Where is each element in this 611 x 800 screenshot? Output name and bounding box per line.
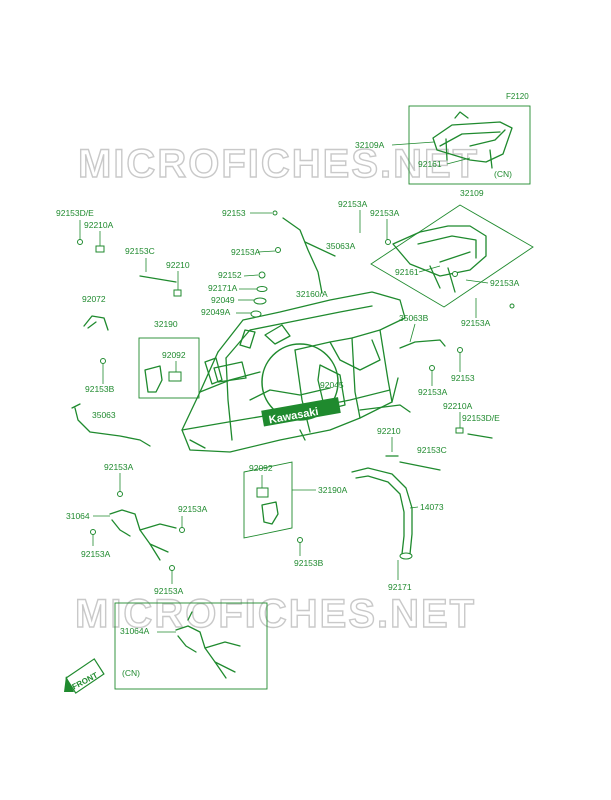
label-32190: 32190 — [154, 319, 178, 329]
label-92153a-f: 92153A — [418, 387, 448, 397]
label-92152: 92152 — [218, 270, 242, 280]
figure-code: F2120 — [506, 92, 529, 101]
label-cn-bottom: (CN) — [122, 668, 140, 678]
label-92153a-d: 92153A — [461, 318, 491, 328]
label-92153b-left: 92153B — [85, 384, 115, 394]
label-92153a-j: 92153A — [154, 586, 184, 596]
label-31064a: 31064A — [120, 626, 150, 636]
box-32190 — [138, 337, 200, 399]
main-frame-drawing — [181, 291, 411, 453]
label-92210a-left: 92210A — [84, 220, 114, 230]
label-92153c-right: 92153C — [417, 445, 447, 455]
watermark-top: MICROFICHES.NET — [78, 142, 479, 186]
label-32109a: 32109A — [355, 140, 385, 150]
box-32190a — [243, 461, 293, 539]
bracket-31064-drawing — [109, 509, 177, 561]
label-92153a-c: 92153A — [490, 278, 520, 288]
label-32160a: 32160/A — [296, 289, 328, 299]
label-92153a-g: 92153A — [104, 462, 134, 472]
label-cn-top: (CN) — [494, 169, 512, 179]
carrier-32109-frame — [370, 204, 534, 308]
label-92153: 92153 — [222, 208, 246, 218]
inset-box-32109a — [408, 105, 531, 185]
label-92153-right: 92153 — [451, 373, 475, 383]
pipe-14073-drawing — [351, 467, 413, 560]
label-35063a: 35063A — [326, 241, 356, 251]
label-31064: 31064 — [66, 511, 90, 521]
label-92045: 92045 — [320, 380, 344, 390]
label-92153a-a: 92153A — [338, 199, 368, 209]
label-92210-right: 92210 — [377, 426, 401, 436]
front-label: FRONT — [71, 671, 100, 692]
label-92161: 92161 — [395, 267, 419, 277]
label-92210-left: 92210 — [166, 260, 190, 270]
label-14073: 14073 — [420, 502, 444, 512]
label-92153a-h: 92153A — [178, 504, 208, 514]
label-92049: 92049 — [211, 295, 235, 305]
bracket-31064a-drawing — [175, 611, 241, 679]
label-92171: 92171 — [388, 582, 412, 592]
label-92171a: 92171A — [208, 283, 238, 293]
label-92153a-i: 92153A — [81, 549, 111, 559]
label-92092-left: 92092 — [162, 350, 186, 360]
label-92210a-right: 92210A — [443, 401, 473, 411]
label-35063: 35063 — [92, 410, 116, 420]
watermark-bottom: MICROFICHES.NET — [75, 592, 476, 636]
label-92049a: 92049A — [201, 307, 231, 317]
label-92092-center: 92092 — [249, 463, 273, 473]
label-92161-top: 92161 — [418, 159, 442, 169]
label-92153c-left: 92153C — [125, 246, 155, 256]
front-arrow-icon: FRONT — [64, 658, 105, 694]
label-92153a-e: 92153A — [231, 247, 261, 257]
label-32109: 32109 — [460, 188, 484, 198]
label-35063b: 35063B — [399, 313, 429, 323]
inset-box-31064a — [114, 602, 268, 690]
label-92153de-left: 92153D/E — [56, 208, 94, 218]
label-92072: 92072 — [82, 294, 106, 304]
rear-carrier-cn-drawing — [432, 111, 513, 169]
label-32190a: 32190A — [318, 485, 348, 495]
rear-carrier-drawing — [385, 225, 487, 293]
label-92153a-b: 92153A — [370, 208, 400, 218]
label-92153de-right: 92153D/E — [462, 413, 500, 423]
label-92153b-center: 92153B — [294, 558, 324, 568]
